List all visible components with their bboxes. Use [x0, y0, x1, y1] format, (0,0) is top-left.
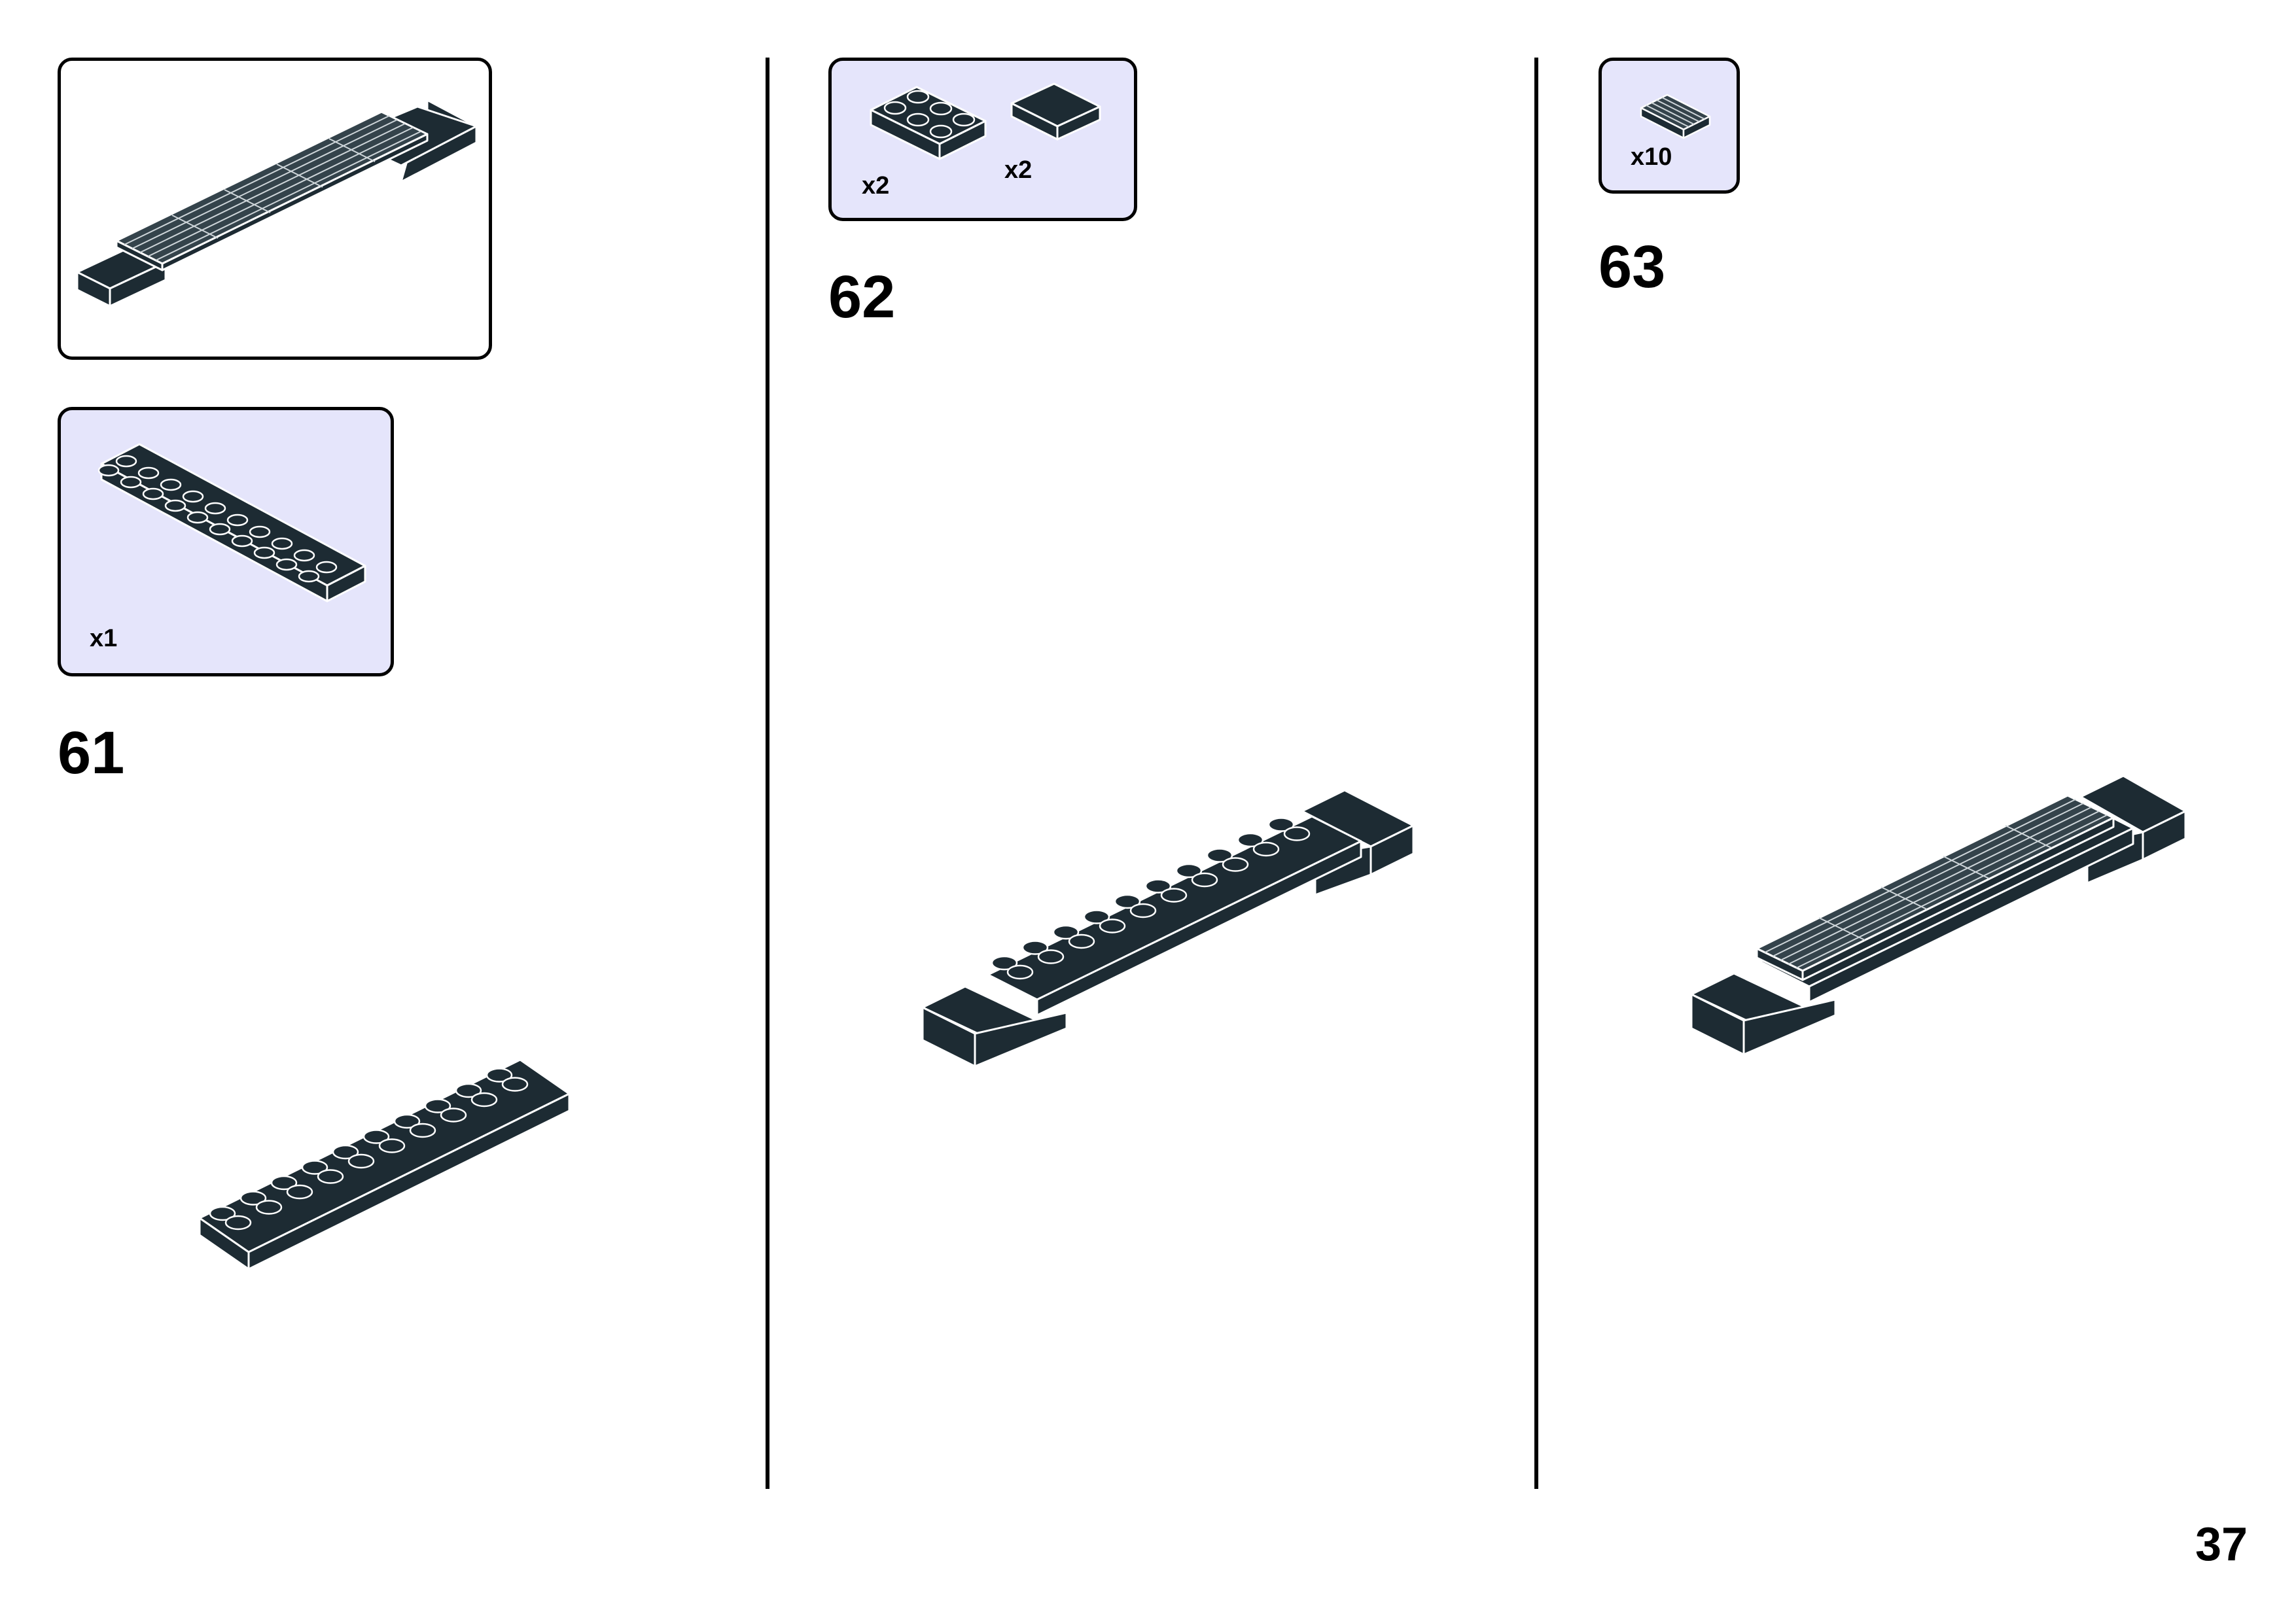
stud	[501, 1077, 529, 1092]
plate-2x10-icon	[97, 443, 366, 602]
stud	[298, 570, 320, 583]
stud	[164, 499, 186, 512]
parts-list-box: x2 x2	[828, 58, 1137, 221]
stud	[137, 466, 160, 480]
stud	[209, 523, 231, 536]
stud	[226, 514, 249, 527]
stud	[1206, 848, 1233, 863]
stud	[1037, 949, 1065, 964]
plate-2x3-icon	[870, 86, 987, 160]
stud	[301, 1160, 328, 1175]
stud	[286, 1184, 313, 1200]
stud	[1083, 909, 1110, 924]
part-qty: x1	[90, 625, 118, 652]
part-qty: x2	[1004, 156, 1033, 184]
stud	[1052, 924, 1080, 940]
stud	[1021, 940, 1049, 955]
page-number: 37	[2195, 1518, 2248, 1571]
part-qty: x2	[862, 172, 890, 200]
stud	[1191, 872, 1218, 888]
stud	[160, 478, 182, 491]
step-number: 63	[1598, 234, 1666, 300]
stud	[1144, 879, 1172, 894]
stud	[347, 1153, 375, 1169]
stud	[362, 1129, 390, 1144]
stud	[1283, 826, 1311, 841]
stud	[115, 455, 137, 468]
step-number: 61	[58, 720, 125, 786]
parts-list-box: x1	[58, 407, 394, 676]
stud	[1252, 841, 1280, 857]
stud	[270, 1175, 298, 1191]
stud	[120, 476, 142, 489]
stud	[204, 502, 226, 515]
stud	[224, 1215, 252, 1230]
stud	[486, 1068, 513, 1083]
stud	[255, 1200, 283, 1215]
assembled-beam-icon	[76, 99, 478, 307]
stud	[182, 490, 204, 503]
step-number: 62	[828, 264, 896, 330]
stud	[317, 1169, 344, 1184]
stud	[271, 537, 293, 550]
stud	[1175, 863, 1203, 879]
stud	[991, 955, 1018, 971]
stud	[424, 1098, 451, 1113]
stud	[293, 549, 315, 562]
submodel-preview-box	[58, 58, 492, 360]
stud	[1160, 888, 1188, 903]
stud	[1222, 857, 1249, 872]
stud	[209, 1206, 236, 1221]
stud	[332, 1144, 359, 1160]
stud	[1129, 903, 1157, 918]
grille-tile-1x2-icon	[1640, 94, 1711, 139]
column-divider-1	[766, 58, 769, 1489]
stud	[409, 1123, 436, 1138]
stud	[393, 1113, 421, 1129]
stud	[470, 1092, 498, 1108]
stud	[239, 1191, 267, 1206]
stud	[1006, 964, 1034, 980]
stud	[378, 1138, 406, 1153]
stud	[440, 1108, 467, 1123]
stud	[142, 487, 164, 500]
stud	[253, 546, 275, 559]
column-divider-2	[1534, 58, 1538, 1489]
stud	[1114, 894, 1141, 909]
stud	[1068, 934, 1095, 949]
stud	[231, 534, 253, 548]
stud	[1099, 918, 1126, 934]
parts-list-box: x10	[1598, 58, 1740, 194]
tile-2x2-icon	[1010, 82, 1101, 141]
stud	[249, 525, 271, 538]
stud	[315, 561, 338, 574]
part-qty: x10	[1631, 143, 1672, 171]
stud	[1237, 832, 1264, 848]
stud	[275, 558, 298, 571]
stud	[1267, 817, 1295, 832]
stud	[97, 464, 120, 477]
stud	[455, 1083, 482, 1098]
stud	[186, 511, 209, 524]
